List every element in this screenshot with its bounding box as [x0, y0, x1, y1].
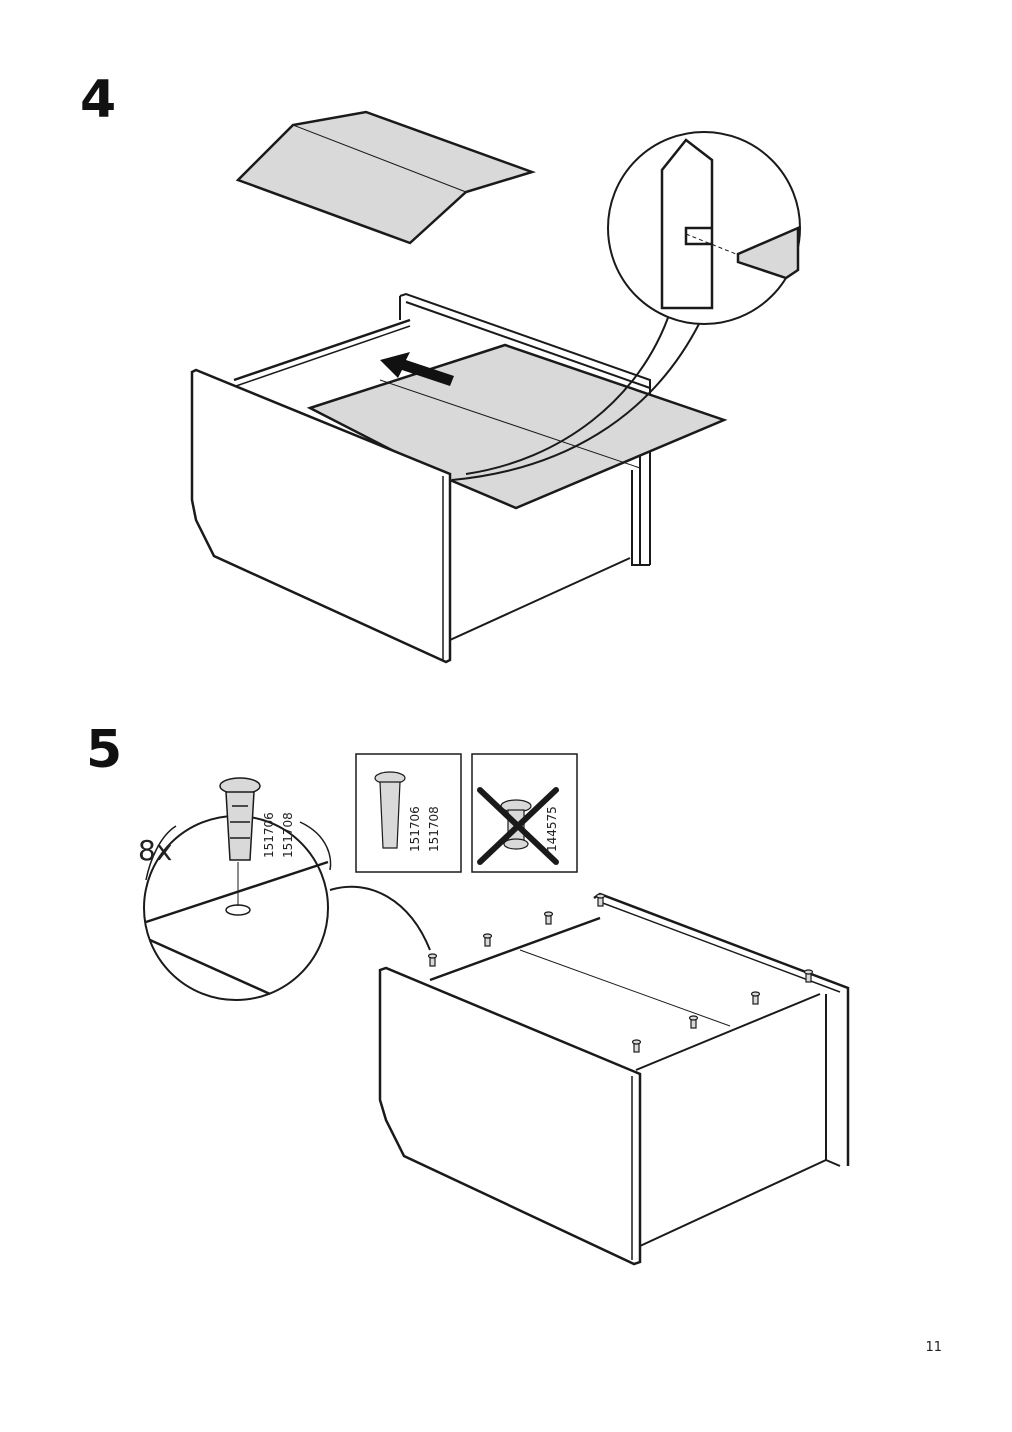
detail-callout — [451, 131, 801, 481]
part-id-151708: 151708 — [281, 812, 295, 858]
dowels-on-cabinet — [427, 893, 814, 1053]
step-4-illustration — [190, 110, 801, 664]
part-id-151706: 151706 — [262, 812, 276, 858]
cabinet-body-step5 — [429, 892, 850, 1247]
wooden-dowel-icon — [595, 893, 606, 907]
front-side-panel-step5 — [378, 966, 642, 1266]
step-4-number: 4 — [80, 70, 117, 130]
wooden-dowel-icon — [750, 991, 761, 1005]
shelf-panel-floating — [235, 110, 536, 245]
step-5-number: 5 — [86, 720, 123, 780]
wooden-dowel-icon — [427, 953, 438, 967]
arrow-right-icon — [380, 352, 454, 386]
front-side-panel — [190, 368, 452, 664]
wooden-dowel-icon — [688, 1015, 699, 1029]
wooden-dowel-icon — [803, 969, 814, 983]
wooden-dowel-icon — [631, 1039, 642, 1053]
correct-part-box — [355, 753, 462, 873]
wooden-dowel-icon — [219, 777, 261, 861]
box-part-id-151706: 151706 — [408, 806, 422, 852]
wooden-dowel-icon — [482, 933, 493, 947]
wooden-dowel-icon — [543, 911, 554, 925]
cross-mark-icon — [477, 787, 559, 865]
dowel-detail-circle — [143, 815, 329, 1001]
wrong-part-box — [471, 753, 578, 873]
box-part-id-144575: 144575 — [545, 806, 559, 852]
shelf-pin-icon — [500, 799, 532, 850]
box-part-id-151708: 151708 — [427, 806, 441, 852]
quantity-label: 8x — [138, 834, 172, 867]
page-number: 11 — [925, 1340, 942, 1355]
wooden-dowel-icon — [374, 771, 406, 849]
